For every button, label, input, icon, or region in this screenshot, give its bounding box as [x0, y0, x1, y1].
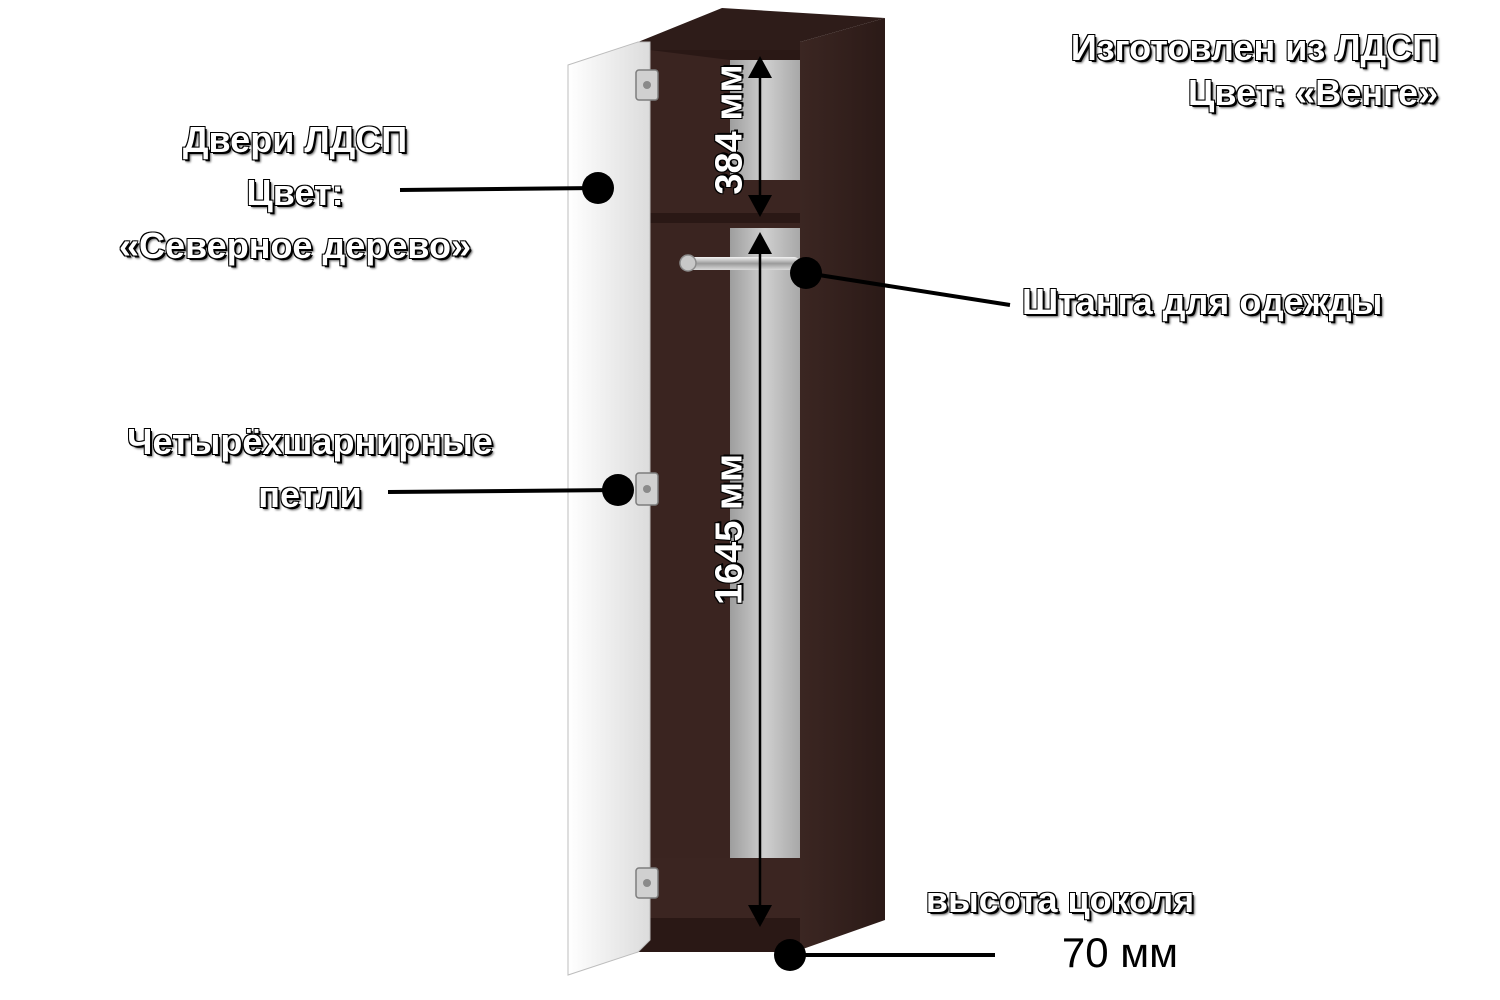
- door-panel: [567, 41, 651, 976]
- dimension-lower-text: 1645 мм: [708, 453, 752, 606]
- dimension-arrow-upper: [748, 56, 772, 217]
- plinth: [638, 918, 800, 952]
- bottom-panel: [650, 858, 800, 918]
- door-label-line3: «Северное дерево»: [118, 225, 472, 268]
- door-leader: [399, 172, 614, 204]
- hinge-middle: [635, 472, 659, 506]
- hinges-label: Четырёхшарнирные петли: [90, 420, 530, 516]
- hinges-leader: [387, 474, 634, 506]
- dimension-upper-text: 384 мм: [708, 64, 752, 196]
- door-label: Двери ЛДСП Цвет: «Северное дерево»: [95, 118, 495, 268]
- material-info: Изготовлен из ЛДСП Цвет: «Венге»: [1070, 26, 1439, 114]
- rod-leader: [790, 257, 1011, 307]
- shelf: [650, 180, 800, 218]
- plinth-value: 70 мм: [1061, 929, 1179, 976]
- hinge-top: [635, 69, 659, 101]
- dimension-arrow-lower: [748, 232, 772, 927]
- top-panel: [638, 8, 885, 42]
- plinth-label-line1: высота цоколя: [925, 878, 1195, 921]
- body-color-text: Цвет: «Венге»: [1187, 71, 1439, 114]
- clothes-rod: [686, 257, 800, 270]
- back-panel-lower: [730, 228, 800, 858]
- side-panel-right: [800, 18, 885, 950]
- hinge-bottom: [635, 867, 659, 899]
- rod-label: Штанга для одежды: [1021, 280, 1383, 323]
- hinges-label-line2: петли: [257, 473, 362, 516]
- door-label-line1: Двери ЛДСП: [182, 118, 408, 161]
- door-label-line2: Цвет:: [246, 171, 345, 214]
- plinth-leader: [774, 939, 995, 971]
- hinges-label-line1: Четырёхшарнирные: [126, 420, 493, 463]
- material-text: Изготовлен из ЛДСП: [1070, 26, 1439, 69]
- plinth-label: высота цоколя: [890, 878, 1230, 921]
